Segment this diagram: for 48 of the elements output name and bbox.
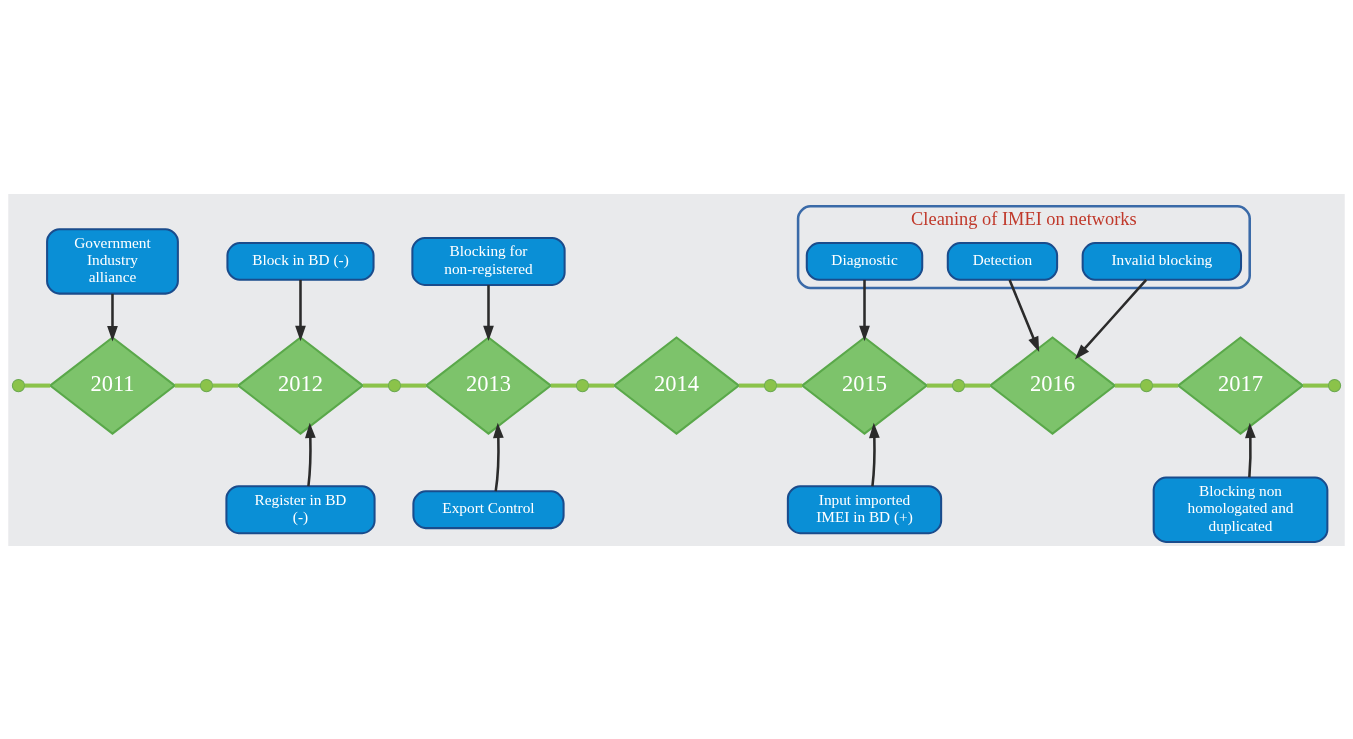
node-box: Detection: [946, 241, 1059, 281]
arrow: [1008, 278, 1040, 352]
node-circle: [1327, 378, 1342, 392]
node-box: Input imported IMEI in BD (+): [786, 484, 943, 534]
connector: [400, 383, 427, 388]
node-box: Blocking non homologated and duplicated: [1152, 476, 1329, 543]
node-box: Export Control: [412, 489, 565, 529]
connector: [964, 383, 991, 388]
connector: [926, 383, 953, 388]
arrow: [859, 279, 870, 341]
node-circle: [387, 378, 402, 392]
connector: [550, 383, 577, 388]
connector: [738, 383, 765, 388]
node-circle: [763, 378, 778, 392]
node-diamond: 2015: [800, 335, 929, 435]
arrow: [493, 422, 504, 491]
arrow: [1074, 278, 1148, 360]
node-box: Blocking for non-registered: [411, 236, 566, 286]
arrow: [107, 293, 118, 341]
connector: [174, 383, 201, 388]
node-circle: [951, 378, 966, 392]
node-circle: [199, 378, 214, 392]
connector: [588, 383, 615, 388]
node-circle: [1139, 378, 1154, 392]
node-box: Invalid blocking: [1081, 241, 1243, 281]
node-box: Government Industry alliance: [46, 227, 179, 295]
arrow: [483, 284, 494, 341]
node-box: Block in BD (-): [226, 241, 375, 281]
arrow: [295, 279, 306, 341]
node-diamond: 2013: [424, 335, 553, 435]
connector: [212, 383, 239, 388]
connector: [776, 383, 803, 388]
node-diamond: 2014: [612, 335, 741, 435]
connector: [1152, 383, 1179, 388]
node-circle: [11, 378, 26, 392]
node-circle: [575, 378, 590, 392]
node-diamond: 2012: [236, 335, 365, 435]
node-diamond: 2017: [1176, 335, 1305, 435]
connector: [24, 383, 51, 388]
arrow: [305, 422, 316, 486]
connector: [1114, 383, 1141, 388]
node-box: Diagnostic: [805, 241, 924, 281]
connector: [1302, 383, 1329, 388]
arrow: [869, 422, 880, 486]
node-diamond: 2011: [48, 335, 177, 435]
connector: [362, 383, 389, 388]
node-box: Register in BD (-): [225, 484, 376, 534]
arrow: [1245, 422, 1256, 477]
